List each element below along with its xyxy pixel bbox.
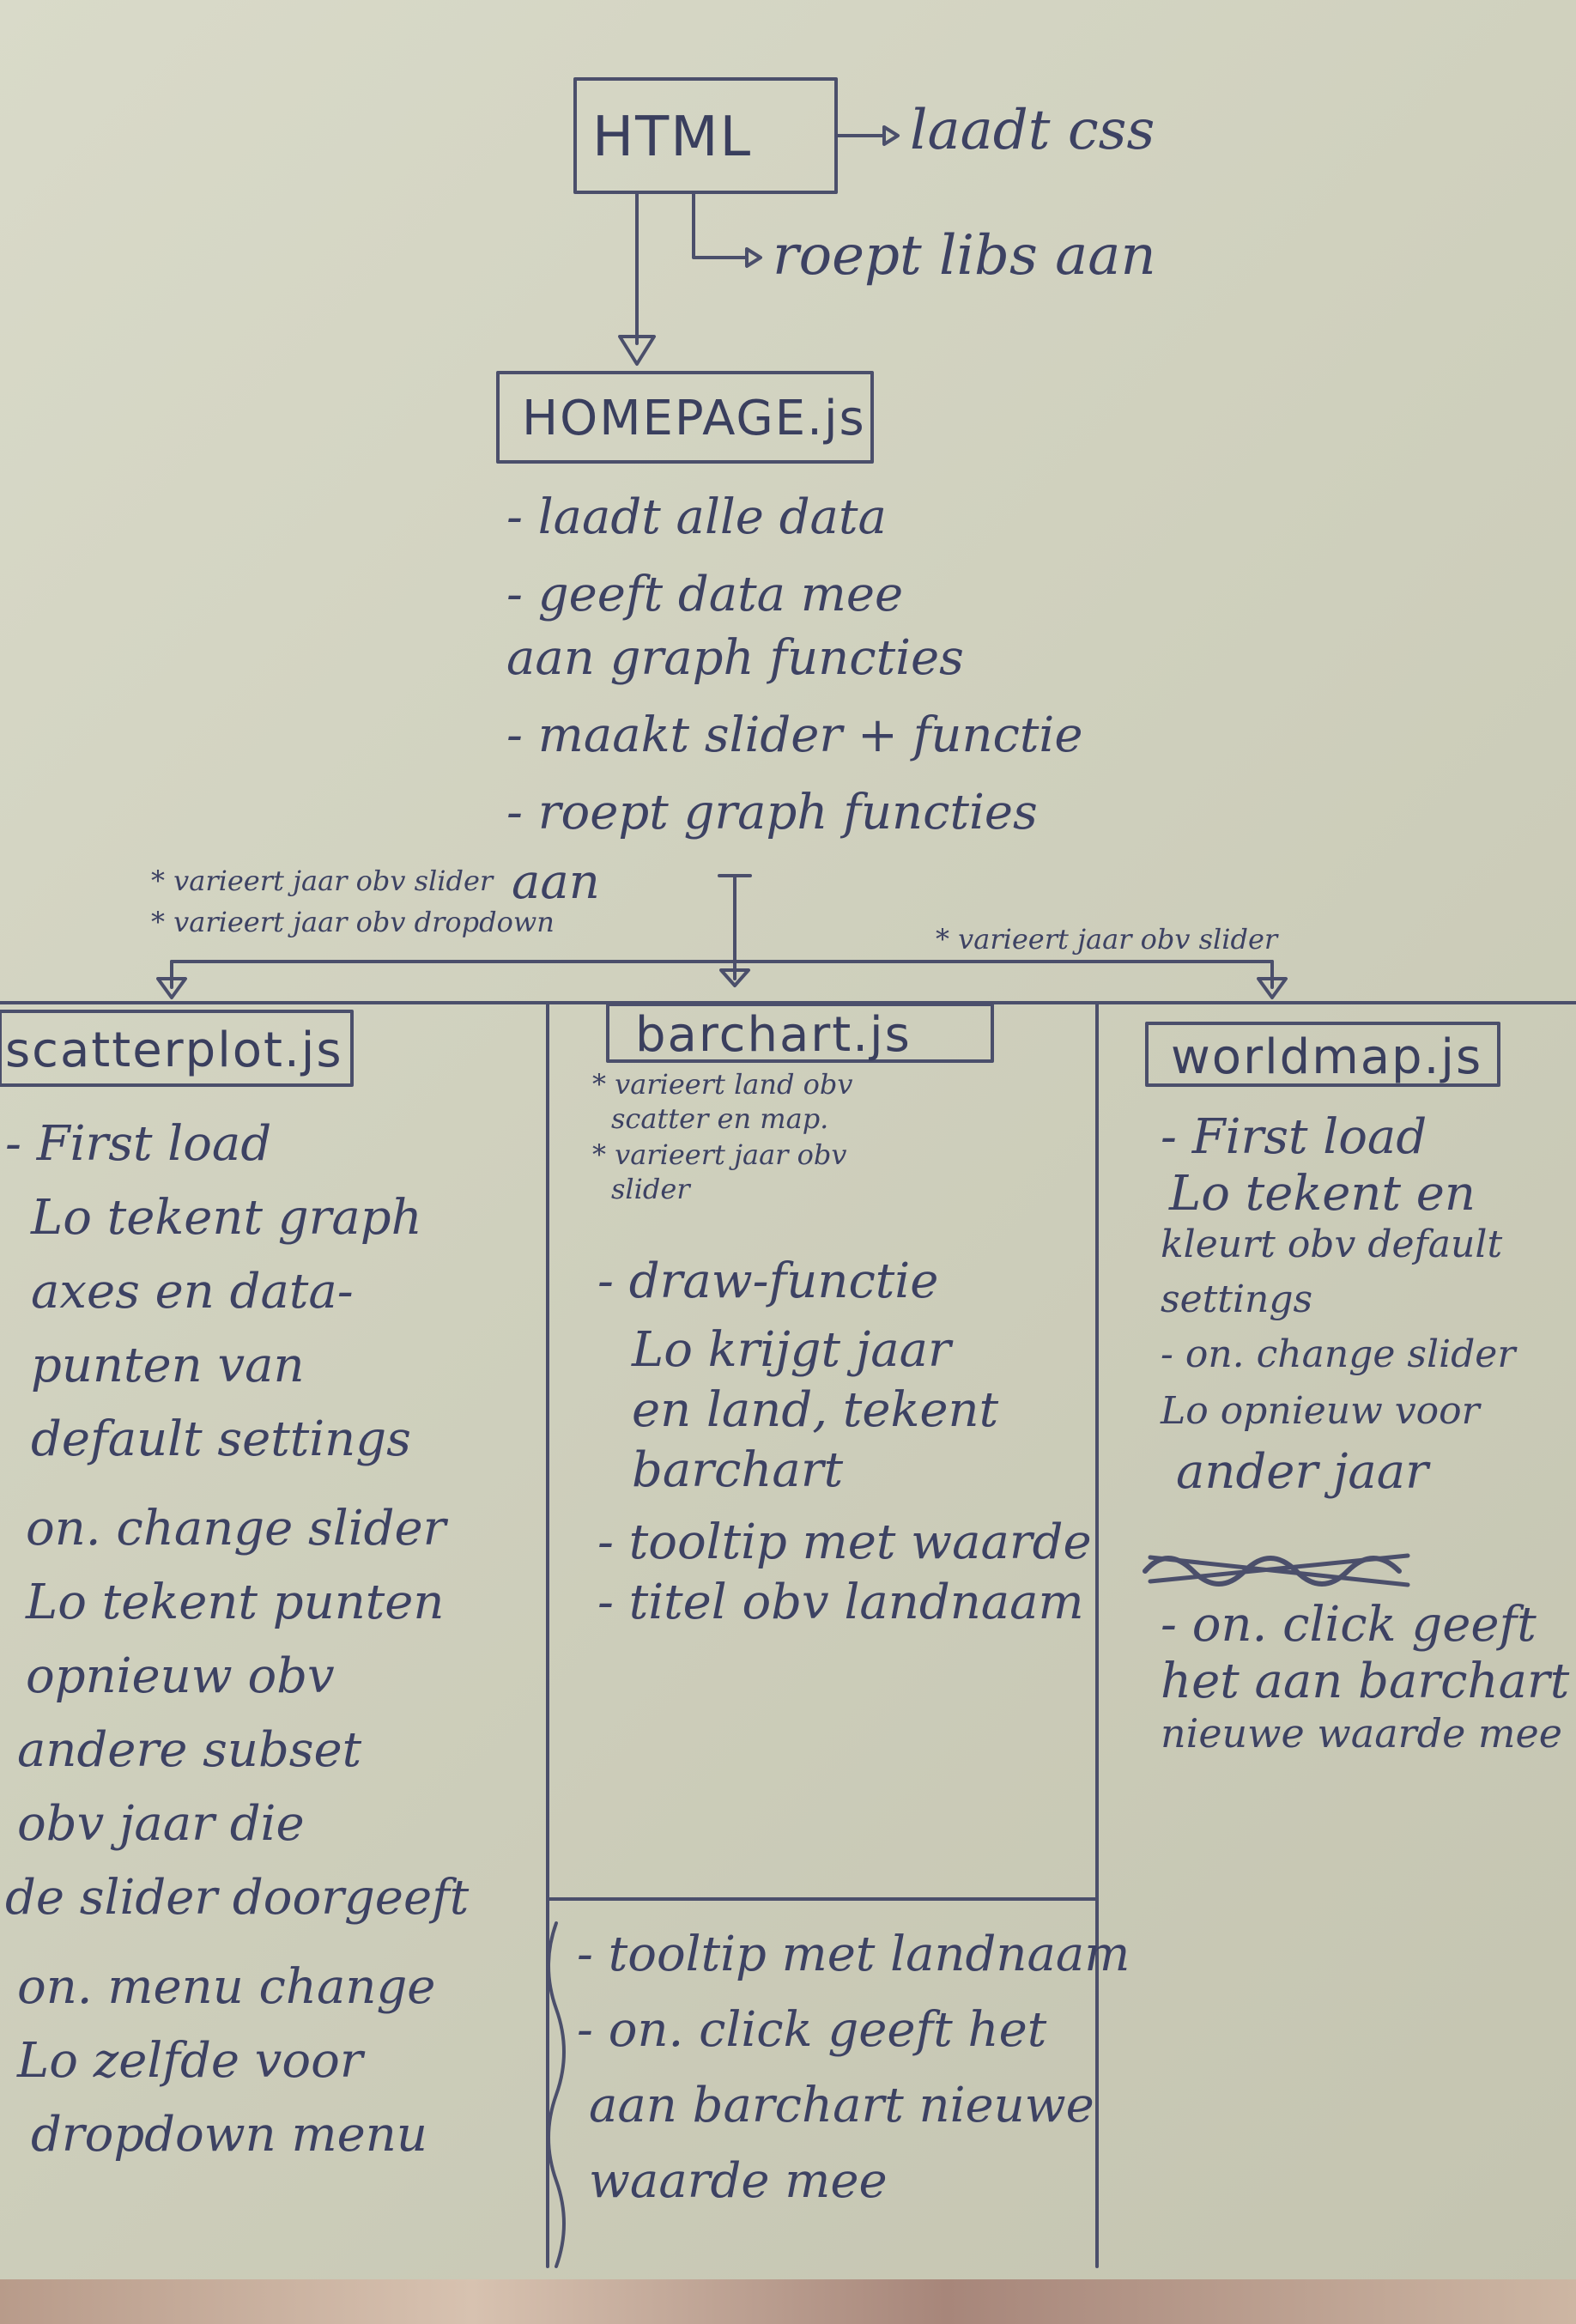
barchart-edge-note: * varieert land obv bbox=[592, 1068, 853, 1101]
barchart-note: Lo krijgt jaar bbox=[632, 1322, 951, 1378]
table-surface bbox=[0, 2279, 1576, 2324]
scatter-notes: - First load Lo tekent graph axes en dat… bbox=[5, 1116, 469, 2181]
scatter-note: de slider doorgeeft bbox=[5, 1870, 470, 1926]
arrow-to-css bbox=[836, 125, 900, 146]
homepage-note: aan graph functies bbox=[506, 630, 964, 686]
homepage-node-label: HOMEPAGE.js bbox=[522, 391, 866, 446]
worldmap-note: settings bbox=[1161, 1277, 1313, 1321]
worldmap-note: - First load bbox=[1161, 1109, 1427, 1165]
worldmap-note: - on. click geeft bbox=[1161, 1597, 1537, 1653]
barchart-note: barchart bbox=[632, 1442, 844, 1498]
barchart-notes: - draw-functie Lo krijgt jaar en land, t… bbox=[597, 1253, 1092, 1635]
barchart-edge-note: * varieert jaar obv bbox=[592, 1138, 847, 1171]
wavy-bracket bbox=[547, 1921, 566, 2268]
worldmap-note: ander jaar bbox=[1176, 1444, 1428, 1500]
arrow-to-scatter bbox=[156, 960, 187, 999]
scatter-note: default settings bbox=[31, 1411, 411, 1467]
scatter-note: on. change slider bbox=[26, 1501, 446, 1556]
scatter-note: Lo zelfde voor bbox=[17, 2033, 363, 2089]
scatter-edge-note: * varieert jaar obv dropdown bbox=[151, 906, 555, 938]
scatter-note: andere subset bbox=[17, 1722, 362, 1778]
html-note-css: laadt css bbox=[910, 99, 1155, 162]
html-node-label: HTML bbox=[592, 106, 753, 169]
scribble-out bbox=[1143, 1556, 1402, 1587]
worldmap-note: Lo opnieuw voor bbox=[1161, 1389, 1480, 1433]
scatter-note: obv jaar die bbox=[17, 1796, 305, 1852]
scatter-note: axes en data- bbox=[31, 1264, 354, 1320]
homepage-note: - laadt alle data bbox=[506, 489, 887, 545]
homepage-branch-stem bbox=[718, 874, 752, 955]
scatter-note: Lo tekent graph bbox=[31, 1190, 422, 1246]
scatter-note: on. menu change bbox=[17, 1959, 436, 2015]
homepage-node-box bbox=[496, 371, 874, 464]
homepage-note-aan: aan bbox=[512, 854, 600, 910]
worldmap-note: kleurt obv default bbox=[1161, 1223, 1503, 1266]
scatter-note: punten van bbox=[31, 1338, 305, 1393]
arrow-to-libs bbox=[692, 192, 762, 268]
barchart-edge-note: scatter en map. bbox=[611, 1102, 829, 1135]
worldmap-notes: - First load Lo tekent en kleurt obv def… bbox=[1161, 1109, 1569, 1767]
barchart-lower-note: - tooltip met landnaam bbox=[577, 1927, 1130, 1982]
homepage-note: - geeft data mee bbox=[506, 567, 904, 622]
homepage-note: - roept graph functies bbox=[506, 785, 1038, 840]
scatter-note: opnieuw obv bbox=[26, 1648, 335, 1704]
scatter-note: - First load bbox=[5, 1116, 272, 1172]
barchart-note: - tooltip met waarde bbox=[597, 1514, 1092, 1570]
barchart-edge-note: slider bbox=[611, 1173, 690, 1205]
scatter-note: Lo tekent punten bbox=[26, 1575, 445, 1630]
worldmap-note: Lo tekent en bbox=[1169, 1166, 1476, 1222]
worldmap-note: - on. change slider bbox=[1161, 1332, 1516, 1376]
barchart-lower-note: aan barchart nieuwe bbox=[589, 2078, 1094, 2133]
barchart-lower-note: waarde mee bbox=[589, 2153, 888, 2209]
homepage-notes: - laadt alle data - geeft data mee aan g… bbox=[506, 489, 1082, 848]
arrow-down-barchart bbox=[719, 951, 750, 987]
barchart-edge-notes: * varieert land obv scatter en map. * va… bbox=[592, 1068, 852, 1207]
barchart-node-label: barchart.js bbox=[635, 1007, 912, 1063]
homepage-note: - maakt slider + functie bbox=[506, 707, 1083, 763]
scatter-note: dropdown menu bbox=[31, 2107, 427, 2163]
barchart-lower-note: - on. click geeft het bbox=[577, 2002, 1047, 2058]
barchart-note: - titel obv landnaam bbox=[597, 1575, 1084, 1630]
barchart-lower-notes: - tooltip met landnaam - on. click geeft… bbox=[577, 1927, 1130, 2229]
worldmap-note: nieuwe waarde mee bbox=[1161, 1710, 1562, 1757]
worldmap-edge-note: * varieert jaar obv slider bbox=[936, 923, 1278, 956]
worldmap-node-box bbox=[1145, 1022, 1500, 1087]
html-note-libs: roept libs aan bbox=[773, 224, 1156, 288]
worldmap-note: het aan barchart bbox=[1161, 1653, 1570, 1709]
worldmap-node-label: worldmap.js bbox=[1171, 1029, 1483, 1085]
scatter-edge-note: * varieert jaar obv slider bbox=[151, 865, 494, 897]
arrow-html-homepage bbox=[618, 192, 656, 366]
scatter-node-label: scatterplot.js bbox=[5, 1022, 343, 1078]
scribble-out-2 bbox=[1148, 1553, 1410, 1587]
scatter-node-box bbox=[0, 1010, 354, 1087]
arrow-to-worldmap bbox=[1257, 960, 1288, 999]
barchart-note: en land, tekent bbox=[632, 1382, 999, 1438]
barchart-note: - draw-functie bbox=[597, 1253, 939, 1309]
barchart-node-box bbox=[606, 1003, 994, 1063]
